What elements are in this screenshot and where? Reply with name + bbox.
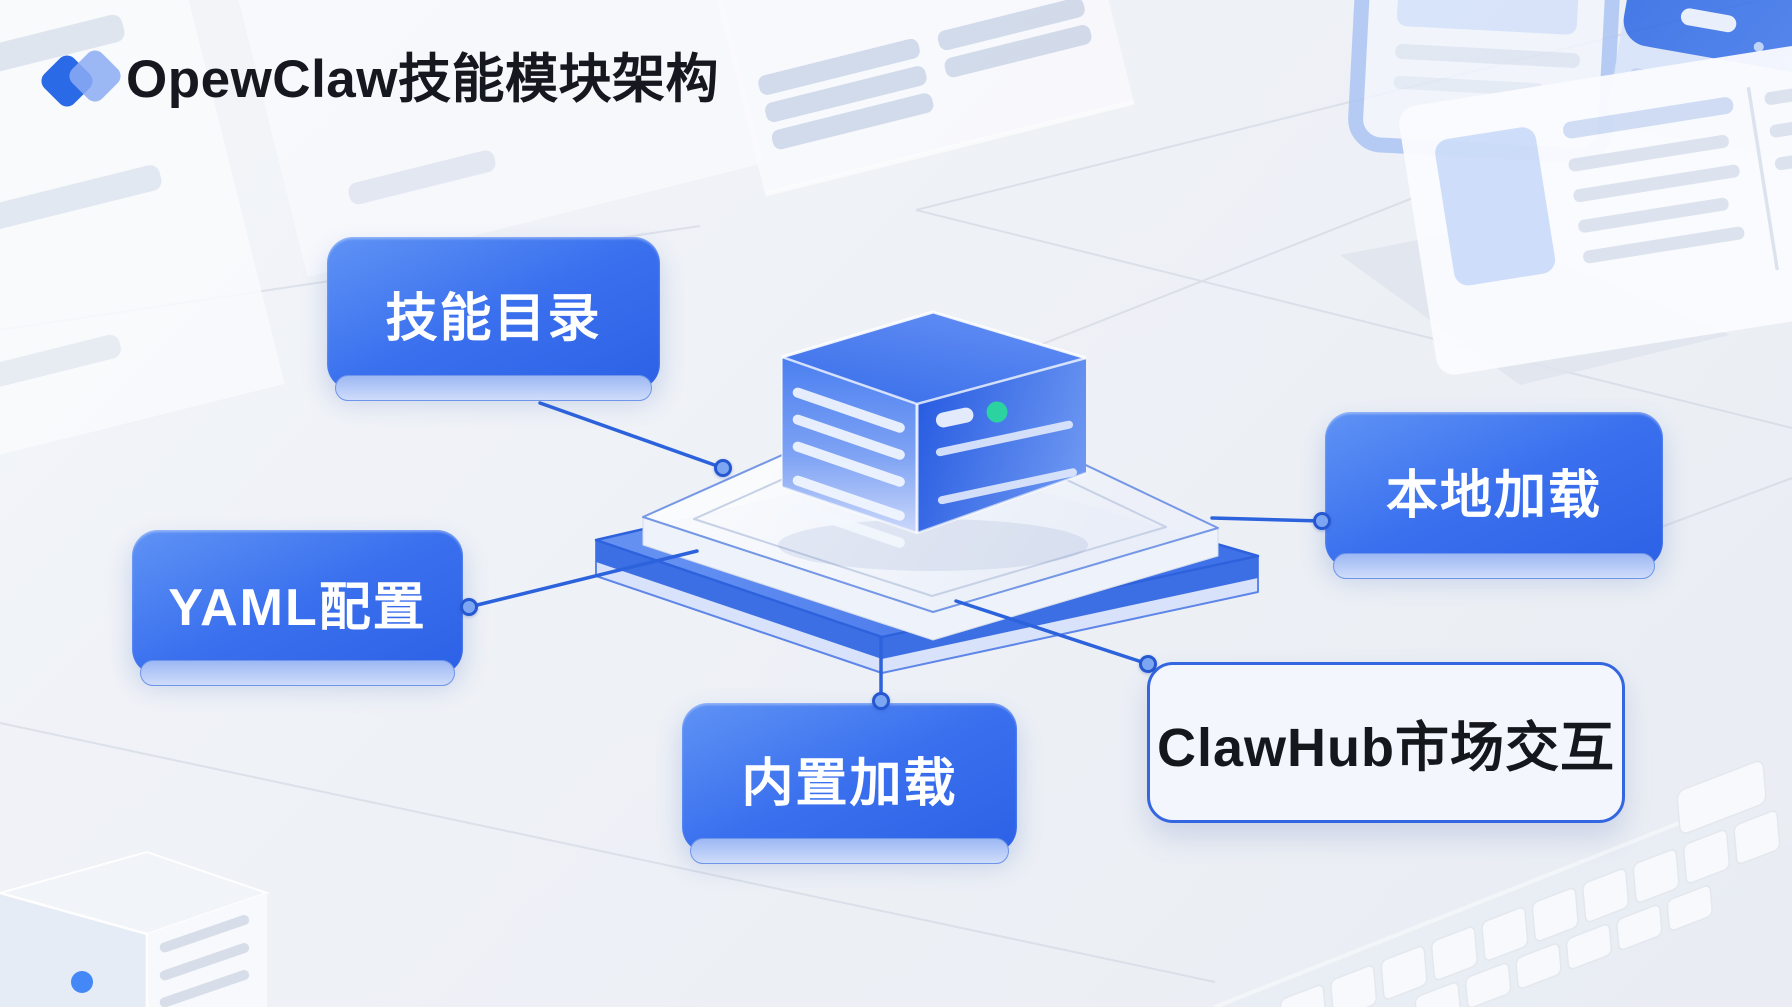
- background-box-decoration-center: [711, 0, 1135, 197]
- page-header: OpewClaw技能模块架构: [37, 44, 720, 116]
- keyboard-decoration-bottom-right: [1214, 760, 1792, 1007]
- server-cube-illustration: [781, 310, 1087, 548]
- diagram-node-yaml-config: YAML配置: [132, 530, 463, 686]
- background-window-decoration-top-right: [1340, 0, 1792, 385]
- connector-lines: [467, 401, 1324, 703]
- page-title: OpewClaw技能模块架构: [126, 50, 720, 109]
- connector-node-builtin-load: [871, 691, 890, 710]
- connector-clawhub-market: [954, 599, 1150, 666]
- connector-yaml-config: [467, 549, 699, 609]
- connector-node-local-load: [1312, 511, 1331, 530]
- connector-node-skill-directory: [713, 458, 732, 477]
- diagram-node-local-load: 本地加载: [1325, 412, 1663, 579]
- cube-left-face-stripes: [792, 387, 905, 548]
- diagram-node-skill-directory: 技能目录: [327, 237, 660, 401]
- background-box-decoration-left: [0, 0, 764, 469]
- connector-skill-directory: [538, 401, 725, 470]
- cube-indicator-pill: [935, 407, 974, 428]
- status-dot-decoration: [71, 971, 93, 993]
- image-placeholder: [1435, 127, 1556, 286]
- cube-right-face-stripes: [935, 420, 1077, 505]
- diagram-node-builtin-load: 内置加载: [682, 703, 1017, 864]
- connector-node-yaml-config: [459, 597, 478, 616]
- diagram-node-clawhub-market: ClawHub市场交互: [1147, 662, 1625, 823]
- document-decoration: [1399, 45, 1792, 375]
- overlapping-diamonds-logo-icon: [37, 44, 126, 116]
- cube-status-dot: [986, 401, 1008, 423]
- connector-node-clawhub-market: [1138, 654, 1157, 673]
- server-box-decoration-bottom-left: [0, 850, 271, 1007]
- connector-local-load: [1210, 516, 1324, 523]
